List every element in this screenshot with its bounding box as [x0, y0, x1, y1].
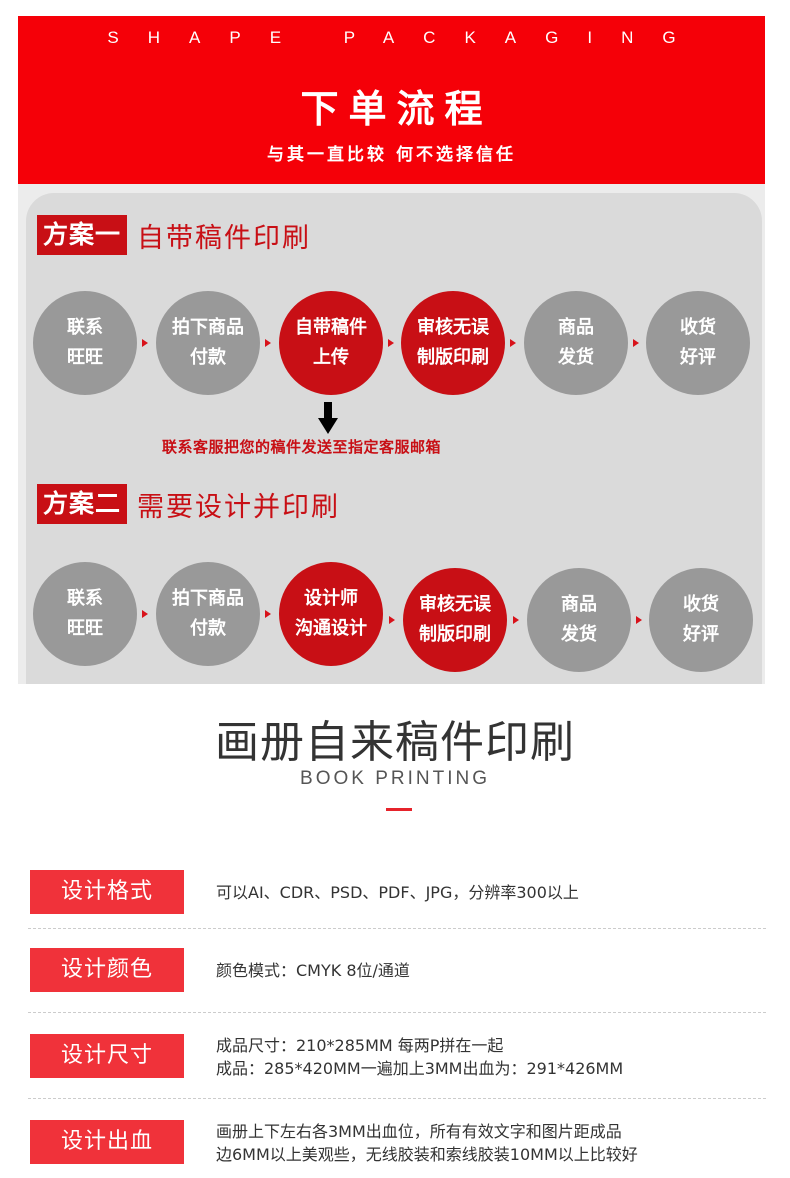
plan1-step-2: 拍下商品 付款: [156, 291, 260, 395]
plan2-title: 需要设计并印刷: [137, 491, 341, 523]
spec-label: 设计出血: [30, 1120, 184, 1164]
step-label: 审核无误 制版印刷: [417, 317, 489, 368]
spec-text: 画册上下左右各3MM出血位，所有有效文字和图片距成品 边6MM以上美观些，无线胶…: [216, 1122, 638, 1164]
brand-english: SHAPE PACKAGING: [107, 28, 705, 47]
spec-text: 成品尺寸：210*285MM 每两P拼在一起 成品：285*420MM一遍加上3…: [216, 1036, 624, 1078]
step-label: 设计师 沟通设计: [295, 588, 367, 639]
step-label: 拍下商品 付款: [172, 317, 244, 368]
step-label: 联系 旺旺: [67, 588, 103, 639]
plan2-step-1: 联系 旺旺: [33, 562, 137, 666]
step-label: 商品 发货: [561, 594, 597, 645]
arrow-right-icon: [142, 339, 148, 347]
arrow-right-icon: [633, 339, 639, 347]
arrow-right-icon: [389, 616, 395, 624]
spec-label: 设计尺寸: [30, 1034, 184, 1078]
plan2-step-4: 审核无误 制版印刷: [403, 568, 507, 672]
arrow-right-icon: [388, 339, 394, 347]
plan2-step-5: 商品 发货: [527, 568, 631, 672]
step-label: 审核无误 制版印刷: [419, 594, 491, 645]
book-printing-subtitle: BOOK PRINTING: [300, 768, 490, 789]
step-label: 联系 旺旺: [67, 317, 103, 368]
spec-label: 设计颜色: [30, 948, 184, 992]
plan2-step-2: 拍下商品 付款: [156, 562, 260, 666]
plan2-step-6: 收货 好评: [649, 568, 753, 672]
plan1-step-3: 自带稿件 上传: [279, 291, 383, 395]
spec-text: 可以AI、CDR、PSD、PDF、JPG，分辨率300以上: [216, 883, 579, 902]
step-label: 收货 好评: [680, 317, 716, 368]
step-label: 拍下商品 付款: [172, 588, 244, 639]
plan1-tag: 方案一: [37, 215, 128, 255]
arrow-right-icon: [510, 339, 516, 347]
plan1-title: 自带稿件印刷: [137, 222, 312, 254]
divider: [28, 1012, 766, 1013]
spec-row-bleed: 设计出血 画册上下左右各3MM出血位，所有有效文字和图片距成品 边6MM以上美观…: [28, 1120, 766, 1170]
spec-text: 颜色模式：CMYK 8位/通道: [216, 961, 410, 980]
arrow-right-icon: [636, 616, 642, 624]
arrow-right-icon: [142, 610, 148, 618]
header-banner: SHAPE PACKAGING 下单流程 与其一直比较 何不选择信任: [18, 16, 765, 184]
spec-row-size: 设计尺寸 成品尺寸：210*285MM 每两P拼在一起 成品：285*420MM…: [28, 1034, 766, 1084]
spec-row-color: 设计颜色 颜色模式：CMYK 8位/通道: [28, 948, 766, 994]
step-label: 自带稿件 上传: [295, 317, 367, 368]
spec-row-format: 设计格式 可以AI、CDR、PSD、PDF、JPG，分辨率300以上: [28, 870, 766, 916]
arrow-down-icon: [318, 402, 338, 434]
plan2-heading: 方案二 需要设计并印刷: [37, 484, 340, 524]
plan1-step-5: 商品 发货: [524, 291, 628, 395]
book-printing-title: 画册自来稿件印刷: [215, 717, 575, 768]
plan1-step-6: 收货 好评: [646, 291, 750, 395]
step-label: 商品 发货: [558, 317, 594, 368]
plan1-step-1: 联系 旺旺: [33, 291, 137, 395]
divider: [28, 1098, 766, 1099]
plan2-tag: 方案二: [37, 484, 128, 524]
plan1-heading: 方案一 自带稿件印刷: [37, 215, 311, 255]
arrow-right-icon: [513, 616, 519, 624]
arrow-right-icon: [265, 610, 271, 618]
divider: [28, 928, 766, 929]
arrow-right-icon: [265, 339, 271, 347]
page-subtitle: 与其一直比较 何不选择信任: [267, 145, 516, 165]
spec-label: 设计格式: [30, 870, 184, 914]
process-panel: [26, 193, 762, 684]
plan2-step-3: 设计师 沟通设计: [279, 562, 383, 666]
step-label: 收货 好评: [683, 594, 719, 645]
plan1-step-4: 审核无误 制版印刷: [401, 291, 505, 395]
plan1-note: 联系客服把您的稿件发送至指定客服邮箱: [162, 438, 442, 456]
title-underline: [386, 808, 412, 811]
page-title: 下单流程: [300, 86, 493, 131]
